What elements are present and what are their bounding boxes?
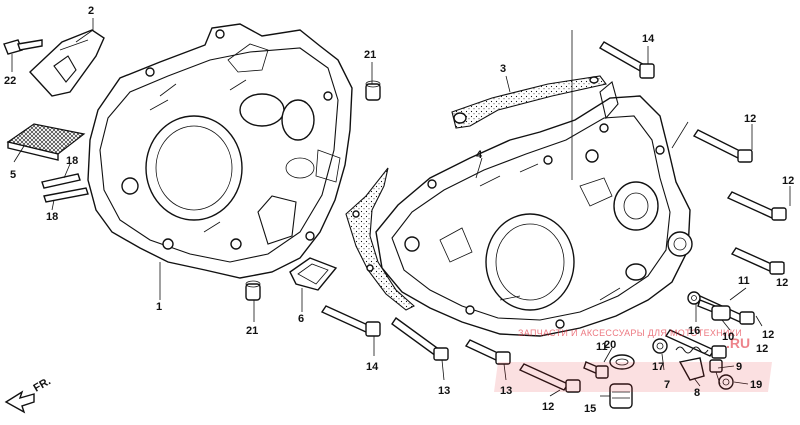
bolt-part-22 (3, 39, 43, 55)
callout-12: 12 (782, 175, 794, 187)
studs-part-18 (41, 173, 89, 203)
crankcase-gasket (345, 167, 415, 311)
callout-7: 7 (664, 379, 670, 391)
direction-label: FR. (32, 375, 53, 394)
oring-part-20 (609, 354, 635, 370)
callout-3: 3 (500, 63, 506, 75)
callout-5: 5 (10, 169, 16, 181)
callout-14: 14 (366, 361, 379, 373)
bolt-part-13-a (391, 317, 449, 361)
right-crankcase-half (375, 81, 693, 337)
washer-part-16 (687, 291, 701, 305)
callout-9: 9 (736, 361, 742, 373)
plug-part-10 (711, 305, 731, 321)
callout-12: 12 (756, 343, 768, 355)
seal-part-6 (289, 257, 338, 291)
bolt-part-12-f (518, 363, 581, 393)
callout-18: 18 (46, 211, 58, 223)
callout-6: 6 (298, 313, 304, 325)
dowel-lower-part-21 (245, 280, 261, 301)
callout-8: 8 (694, 387, 700, 399)
callout-21: 21 (364, 49, 376, 61)
bolt-part-11-b (583, 361, 609, 379)
callout-19: 19 (750, 379, 762, 391)
spring-part-9 (675, 346, 709, 354)
callout-22: 22 (4, 75, 16, 87)
callout-15: 15 (584, 403, 596, 415)
callout-labels: 2 22 5 18 18 1 21 21 6 14 14 3 4 12 12 1… (4, 5, 794, 415)
bracket-part-3 (451, 75, 607, 129)
callout-13: 13 (500, 385, 512, 397)
dowel-upper-part-21 (365, 80, 381, 101)
bolt-part-12-c (730, 247, 785, 275)
callout-10: 10 (722, 331, 734, 343)
callout-17: 17 (652, 361, 664, 373)
callout-20: 20 (604, 339, 616, 351)
cover-part-2 (29, 29, 105, 97)
bolt-part-12-a (692, 129, 753, 163)
callout-16: 16 (688, 325, 700, 337)
washer-part-17 (652, 338, 668, 354)
callout-12: 12 (762, 329, 774, 341)
watermark-text: ЗАПЧАСТИ И АКСЕССУАРЫ ДЛЯ МОТОТЕХНИКИ (518, 328, 742, 338)
watermark-domain: .RU (726, 335, 750, 351)
bolt-part-12-e (664, 329, 727, 359)
callout-12: 12 (744, 113, 756, 125)
callout-21: 21 (246, 325, 258, 337)
callout-12: 12 (542, 401, 554, 413)
front-direction-indicator: FR. (4, 375, 53, 414)
callout-13: 13 (438, 385, 450, 397)
callout-1: 1 (156, 301, 162, 313)
callout-4: 4 (476, 149, 483, 161)
left-crankcase-half (87, 23, 353, 279)
bolt-part-12-b (726, 191, 787, 221)
callout-12: 12 (776, 277, 788, 289)
strainer-screen-part-5 (6, 123, 86, 161)
leader-lines (11, 18, 791, 397)
guide-part-7 (678, 357, 705, 381)
bolt-upper-part-14 (599, 41, 655, 79)
callout-11: 11 (596, 341, 608, 353)
watermark: ЗАПЧАСТИ И АКСЕССУАРЫ ДЛЯ МОТОТЕХНИКИ .R… (494, 328, 772, 392)
callout-11: 11 (738, 275, 750, 287)
bolt-part-13-b (464, 339, 511, 365)
callout-2: 2 (88, 5, 94, 17)
callout-14: 14 (642, 33, 655, 45)
bolt-lower-part-14 (320, 305, 381, 337)
callout-18: 18 (66, 155, 78, 167)
